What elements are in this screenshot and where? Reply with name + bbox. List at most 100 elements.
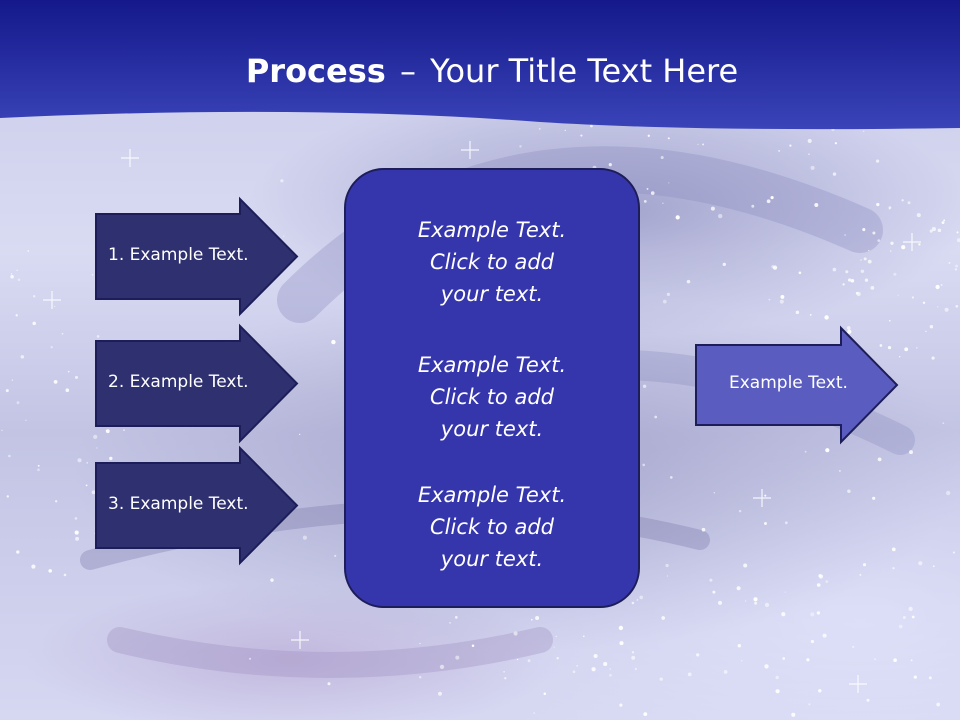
sparkle-dot [782,657,786,660]
center-text-line: Example Text. [417,218,567,242]
sparkle-dot [53,380,58,384]
sparkle-dot [907,201,911,205]
arrow-label-3: 3. Example Text. [108,494,249,514]
sparkle-dot [93,434,98,439]
sparkle-dot [665,563,669,568]
sparkle-dot [662,299,667,304]
sparkle-dot [844,234,846,236]
sparkle-dot [754,601,758,605]
sparkle-dot [954,268,958,271]
sparkle-dot [37,464,40,467]
sparkle-dot [10,274,14,279]
sparkle-dot [438,691,442,696]
sparkle-dot [862,228,866,232]
sparkle-dot [17,278,21,282]
sparkle-dot [955,264,958,268]
sparkle-dot [816,583,821,587]
sparkle-dot [109,456,113,461]
sparkle-dot [556,657,559,660]
center-text-line: Click to add [429,515,554,539]
sparkle-dot [847,329,852,334]
sparkle-dot [862,563,867,567]
sparkle-dot [75,536,80,541]
sparkle-dot [666,575,669,577]
center-rounded-box[interactable]: Example Text. Click to add your text. Ex… [344,168,640,608]
sparkle-dot [572,670,576,674]
sparkle-dot [832,267,837,272]
sparkle-dot [872,231,876,235]
sparkle-dot [723,669,728,674]
center-text-block-3: Example Text. Click to add your text. [346,479,638,575]
sparkle-dot [471,644,475,648]
sparkle-dot [859,573,862,576]
sparkle-dot [660,155,664,160]
sparkle-dot [590,124,593,128]
sparkle-dot [779,299,784,304]
sparkle-dot [327,682,331,686]
sparkle-dot [956,238,960,243]
sparkle-dot [712,590,716,594]
sparkle-dot [710,206,715,211]
sparkle-dot [331,339,336,345]
sparkle-dot [6,495,9,498]
sparkle-dot [667,137,670,140]
sparkle-dot [61,332,64,335]
sparkle-dot [553,646,555,648]
center-text-block-2: Example Text. Click to add your text. [346,349,638,445]
sparkle-dot [643,712,648,717]
sparkle-dot [855,291,859,295]
sparkle-dot [888,206,892,209]
arrow-right-icon [695,325,899,445]
arrow-shape-2[interactable]: 2. Example Text. [95,323,299,444]
sparkle-dot [751,204,755,208]
sparkle-dot [37,468,40,472]
sparkle-dot [675,215,680,220]
sparkle-star [291,631,309,649]
sparkle-dot [807,138,812,143]
sparkle-dot [86,462,88,464]
sparkle-dot [16,269,18,271]
sparkle-dot [697,143,699,146]
sparkle-dot [53,305,56,308]
sparkle-dot [909,450,913,455]
sparkle-dot [789,144,792,147]
sparkle-star [903,233,921,251]
sparkle-dot [123,429,125,431]
arrow-shape-output[interactable]: Example Text. [695,325,899,445]
center-text-line: Example Text. [417,353,567,377]
sparkle-dot [932,565,935,568]
arrow-shape-1[interactable]: 1. Example Text. [95,196,299,317]
sparkle-dot [5,389,9,393]
sparkle-dot [609,668,611,670]
arrow-shape-3[interactable]: 3. Example Text. [95,445,299,566]
sparkle-dot [901,245,906,250]
arrow-label-2: 2. Example Text. [108,372,249,392]
sparkle-dot [898,624,903,629]
sparkle-dot [666,292,671,297]
center-text-line: your text. [440,547,544,571]
sparkle-dot [937,306,939,308]
sparkle-dot [860,259,862,261]
sparkle-dot [105,429,110,434]
sparkle-dot [527,659,531,663]
sparkle-dot [916,347,918,349]
sparkle-dot [879,344,883,347]
sparkle-dot [893,658,897,663]
sparkle-dot [814,203,819,207]
sparkle-dot [810,165,815,170]
sparkle-dot [929,324,934,329]
sparkle-dot [10,273,13,275]
sparkle-dot [619,703,623,707]
sparkle-dot [539,128,541,130]
sparkle-dot [864,278,869,282]
arrow-right-icon [95,323,299,444]
sparkle-dot [583,635,585,638]
sparkle-dot [808,153,810,155]
sparkle-dot [503,670,506,673]
sparkle-dot [74,517,78,520]
sparkle-dot [736,586,741,591]
sparkle-dot [798,271,802,275]
sparkle-dot [891,547,896,552]
sparkle-dot [870,286,875,290]
